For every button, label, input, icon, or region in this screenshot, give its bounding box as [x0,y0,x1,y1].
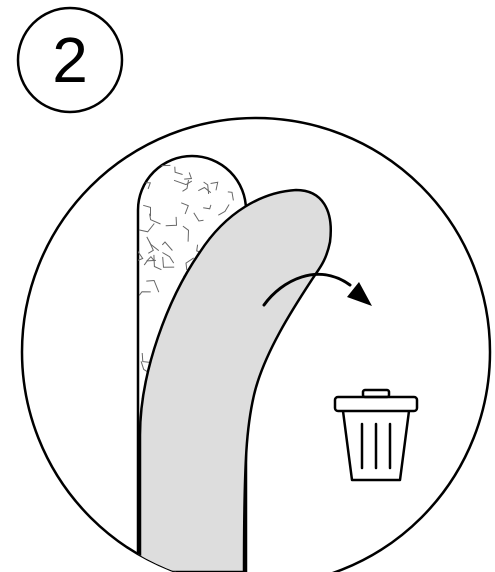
step-badge: 2 [18,8,122,112]
step-number: 2 [52,24,88,96]
